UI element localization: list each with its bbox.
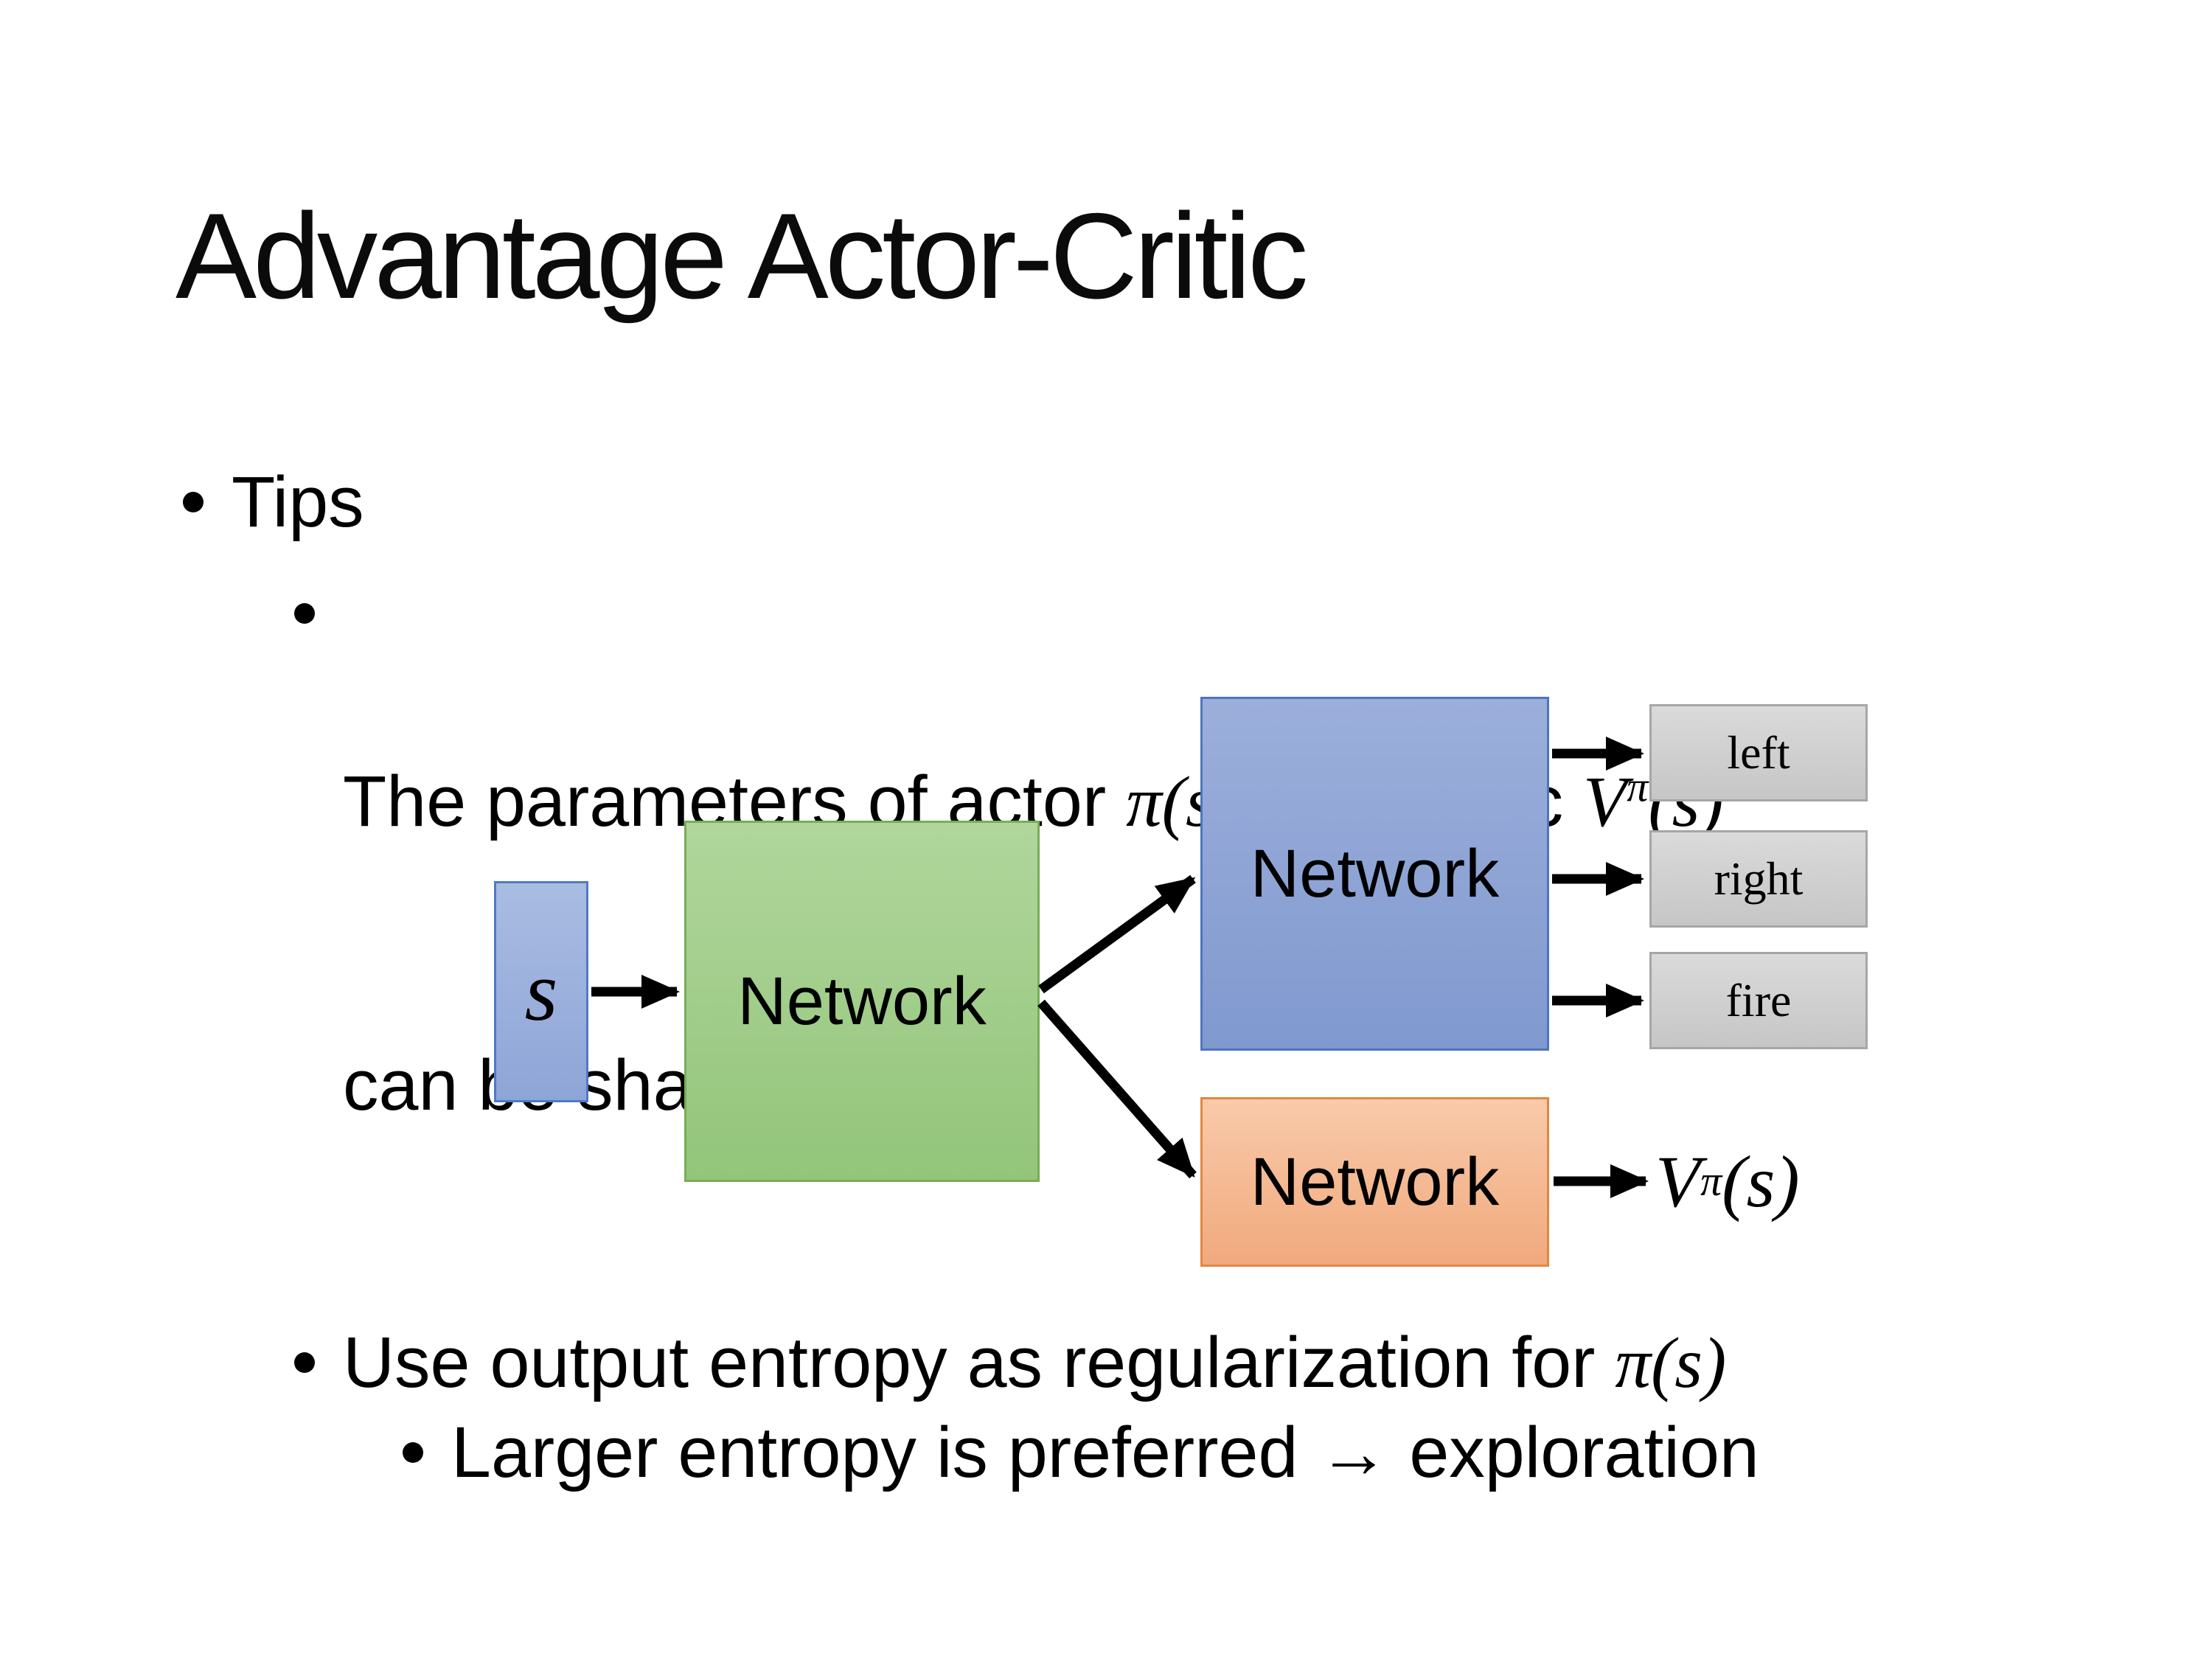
value-output-args: (s)	[1722, 1140, 1800, 1222]
action-box-left: left	[1649, 704, 1868, 801]
action-label-left: left	[1727, 726, 1790, 779]
policy-math: π(s)	[1615, 1323, 1727, 1402]
actor-network-box: Network	[1200, 697, 1549, 1051]
action-label-fire: fire	[1725, 974, 1792, 1026]
bullet-dot	[403, 1442, 423, 1463]
action-box-right: right	[1649, 830, 1868, 928]
critic-network-label: Network	[1250, 1144, 1500, 1220]
bullet-larger-entropy-label: Larger entropy is preferred → exploratio…	[451, 1412, 1759, 1492]
bullet-entropy: Use output entropy as regularization for…	[294, 1315, 1726, 1411]
value-output-v: V	[1655, 1140, 1701, 1222]
value-v: V	[1583, 762, 1627, 841]
actor-network-label: Network	[1250, 835, 1500, 911]
action-label-right: right	[1714, 852, 1804, 905]
bullet-dot	[294, 603, 315, 624]
value-sup-pi: π	[1627, 762, 1649, 811]
bullet-dot	[183, 492, 204, 512]
bullet-entropy-text: Use output entropy as regularization for…	[343, 1315, 1726, 1411]
shared-network-label: Network	[737, 963, 987, 1039]
bullet-tips: Tips	[183, 454, 364, 550]
bullet-larger-entropy: Larger entropy is preferred → exploratio…	[403, 1405, 1759, 1500]
shared-network-box: Network	[684, 821, 1040, 1182]
action-box-fire: fire	[1649, 952, 1868, 1049]
critic-network-box: Network	[1200, 1097, 1549, 1267]
slide-title: Advantage Actor-Critic	[175, 188, 1309, 324]
entropy-text1: Use output entropy as regularization for	[343, 1321, 1615, 1402]
state-input-label: s	[524, 945, 558, 1038]
bullet-dot	[294, 1352, 315, 1373]
bullet-tips-label: Tips	[232, 462, 364, 542]
state-input-box: s	[494, 881, 588, 1102]
